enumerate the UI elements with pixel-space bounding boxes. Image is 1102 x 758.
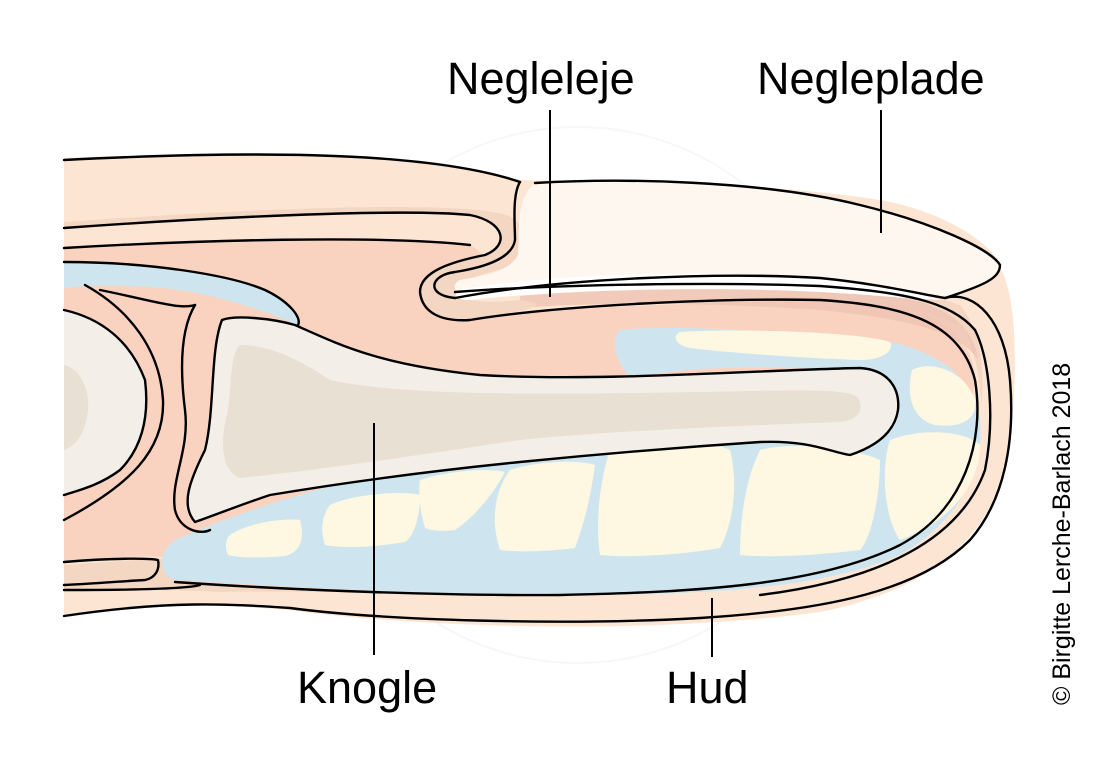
nail-undersurface-gap: [455, 273, 942, 300]
fat-lobules: [225, 330, 980, 558]
bone-marrow: [223, 345, 861, 478]
outlines: [62, 153, 1013, 623]
joint-capsule-blue: [64, 262, 299, 325]
label-nail-bed: Negleleje: [447, 53, 635, 104]
label-skin: Hud: [666, 662, 749, 713]
skin-dermis: [64, 283, 983, 594]
nail-fold-dermis: [64, 207, 537, 321]
copyright-text: © Birgitte Lerche-Barlach 2018: [1048, 362, 1076, 705]
nail-plate: [454, 180, 1001, 298]
middle-phalanx-bone: [64, 310, 147, 495]
middle-phalanx-marrow: [64, 365, 89, 450]
label-nail-plate: Negleplade: [757, 53, 985, 104]
label-bone: Knogle: [297, 662, 438, 713]
leader-lines: [373, 110, 882, 657]
